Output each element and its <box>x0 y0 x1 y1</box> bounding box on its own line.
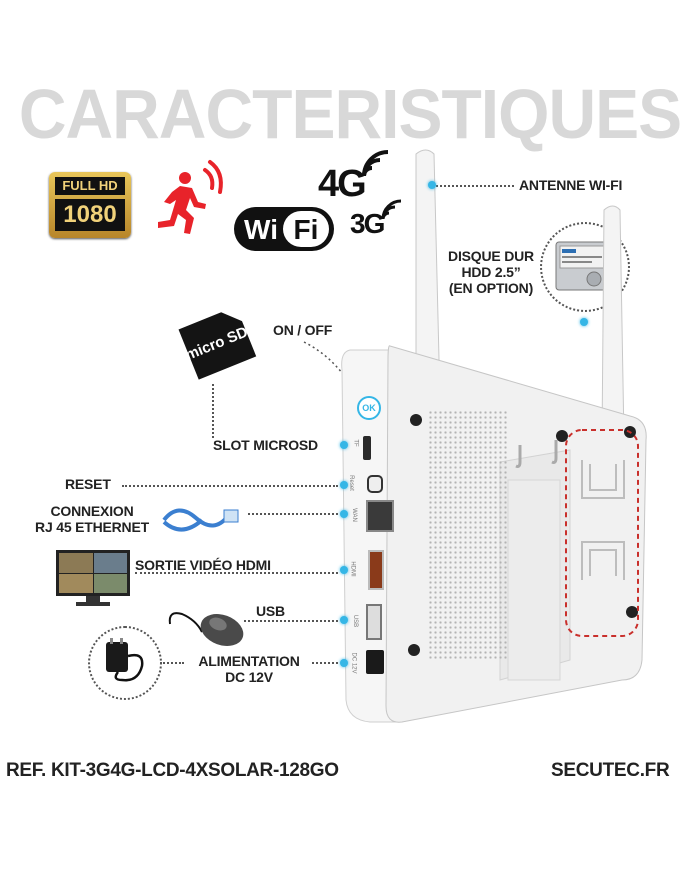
onoff-label: ON / OFF <box>273 322 333 338</box>
usb-dot <box>340 616 348 624</box>
connexion-label: CONNEXION RJ 45 ETHERNET <box>22 503 162 535</box>
port-label-dc12v: DC 12V <box>350 652 357 674</box>
alim-leader-line-right <box>312 662 338 664</box>
full-hd-top-text: FULL HD <box>55 177 125 195</box>
onoff-leader-line <box>303 341 361 403</box>
disque-label: DISQUE DUR HDD 2.5” (EN OPTION) <box>436 248 546 296</box>
wifi-logo-left: Wi <box>244 214 278 245</box>
slot-dot <box>340 441 348 449</box>
power-button[interactable]: OK <box>357 396 381 420</box>
page-title: CARACTERISTIQUES <box>18 75 682 153</box>
full-hd-bottom-text: 1080 <box>55 199 125 231</box>
4g-label: 4G <box>318 163 367 205</box>
product-reference: REF. KIT-3G4G-LCD-4XSOLAR-128GO <box>6 760 339 781</box>
hdd-circle <box>540 222 630 312</box>
usb-label: USB <box>256 603 285 619</box>
3g-signal-icon <box>381 199 402 220</box>
disque-label-line2: HDD 2.5” <box>461 264 521 280</box>
3g-label: 3G <box>350 208 385 239</box>
power-adapter-icon <box>106 638 144 682</box>
hdmi-label: SORTIE VIDÉO HDMI <box>135 557 271 573</box>
disque-label-line3: (EN OPTION) <box>448 280 534 296</box>
site-name: SECUTEC.FR <box>551 760 670 781</box>
reset-dot <box>340 481 348 489</box>
port-label-reset: Reset <box>347 475 354 491</box>
alimentation-label-line2: DC 12V <box>225 669 273 685</box>
connexion-label-line2: RJ 45 ETHERNET <box>35 519 149 535</box>
usb-leader-line <box>244 620 338 622</box>
full-hd-badge: FULL HD 1080 <box>49 172 131 238</box>
reset-leader-line <box>122 485 338 487</box>
antenne-dot <box>428 181 436 189</box>
microsd-card-icon: micro SD <box>178 312 257 380</box>
alimentation-label: ALIMENTATION DC 12V <box>186 653 312 685</box>
mouse-icon <box>168 612 244 646</box>
reset-button[interactable] <box>367 475 383 493</box>
disque-label-line1: DISQUE DUR <box>448 248 534 264</box>
antenne-label: ANTENNE WI-FI <box>519 177 623 193</box>
dc-dot <box>340 659 348 667</box>
port-label-tf: TF <box>352 439 359 447</box>
port-label-usb: USB <box>352 614 359 628</box>
wan-dot <box>340 510 348 518</box>
wifi-logo-right: Fi <box>294 214 319 245</box>
hdmi-leader-line <box>135 572 338 574</box>
slot-label: SLOT MICROSD <box>213 437 318 453</box>
speaker-vent-grille <box>428 410 508 660</box>
ethernet-cable-icon <box>162 508 239 532</box>
wan-leader-line <box>248 513 338 515</box>
dc-power-port[interactable] <box>366 650 384 674</box>
alimentation-label-line1: ALIMENTATION <box>198 653 300 669</box>
port-label-wan: WAN <box>350 508 357 522</box>
4g-signal-icon <box>362 150 389 177</box>
reset-label: RESET <box>65 476 111 492</box>
tf-slot[interactable] <box>363 436 371 460</box>
port-label-hdmi: HDMI <box>349 561 356 577</box>
connexion-label-line1: CONNEXION <box>50 503 134 519</box>
hdd-dot <box>580 318 588 326</box>
wifi-logo-icon: Wi Fi <box>234 207 334 251</box>
slot-leader-line <box>212 384 214 438</box>
wan-port[interactable] <box>366 500 394 532</box>
usb-port[interactable] <box>366 604 382 640</box>
alim-leader-line <box>160 662 184 664</box>
antenne-leader-line <box>436 185 514 187</box>
hdmi-dot <box>340 566 348 574</box>
motion-detection-icon <box>158 160 223 234</box>
monitor-icon <box>56 550 130 606</box>
hdmi-port[interactable] <box>368 550 384 590</box>
